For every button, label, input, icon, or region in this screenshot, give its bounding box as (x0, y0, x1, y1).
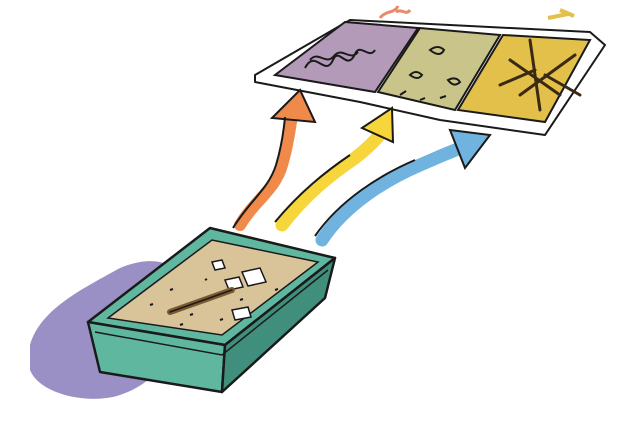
sieve-tray-icon (88, 228, 335, 392)
arrow-blue-icon (315, 130, 490, 240)
